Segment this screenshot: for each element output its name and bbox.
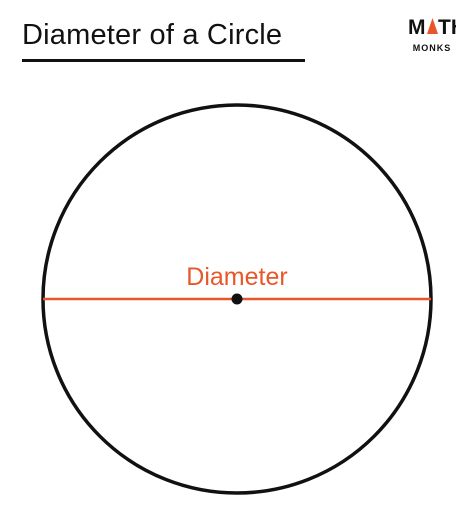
- diameter-label: Diameter: [186, 263, 287, 291]
- page-title: Diameter of a Circle: [22, 19, 283, 51]
- svg-text:M: M: [408, 16, 426, 38]
- center-point: [231, 293, 243, 305]
- logo-triangle-icon: [427, 18, 438, 34]
- logo-subtext: MONKS: [412, 43, 452, 53]
- title-underline: [22, 59, 305, 62]
